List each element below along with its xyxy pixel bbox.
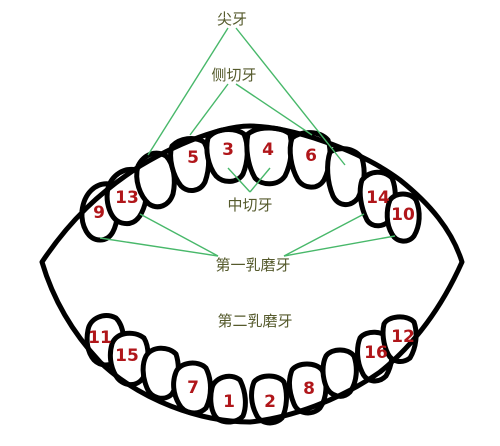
- tooth-number-3: 3: [222, 140, 234, 160]
- leader-first-molar-right-b: [283, 213, 365, 257]
- lower-tooth-1: [208, 373, 248, 425]
- upper-tooth-10: [384, 191, 422, 244]
- region-labels: 尖牙 侧切牙 中切牙 第一乳磨牙 第二乳磨牙: [211, 10, 292, 330]
- leader-central-left: [227, 167, 251, 193]
- tooth-number-16: 16: [364, 343, 388, 363]
- leader-lines: [99, 27, 396, 257]
- tooth-number-8: 8: [303, 379, 315, 399]
- tooth-number-10: 10: [391, 205, 415, 225]
- label-first-molar: 第一乳磨牙: [215, 256, 290, 274]
- tooth-number-5: 5: [187, 148, 199, 168]
- tooth-number-9: 9: [93, 203, 105, 223]
- jaw-outline: [39, 123, 465, 425]
- lower-tooth-7: [171, 360, 213, 416]
- label-second-molar: 第二乳磨牙: [217, 312, 292, 330]
- lower-tooth-8: [287, 361, 329, 416]
- tooth-number-14: 14: [366, 188, 390, 208]
- tooth-number-7: 7: [187, 378, 199, 398]
- leader-first-molar-right-a: [283, 235, 396, 257]
- label-lateral-incisor: 侧切牙: [211, 66, 256, 84]
- tooth-numbers: 9 13 5 3 4 6 14 10 11 15 7 1 2 8 16 12: [88, 140, 415, 412]
- lower-tooth-12: [380, 314, 419, 364]
- lower-tooth-gap-left: [140, 345, 181, 401]
- label-central-incisor: 中切牙: [227, 196, 272, 214]
- leader-lateral-right: [235, 83, 313, 136]
- leader-first-molar-left-a: [99, 237, 219, 257]
- leader-lateral-left: [189, 83, 229, 136]
- tooth-number-12: 12: [391, 327, 415, 347]
- lower-teeth: [84, 313, 419, 426]
- tooth-number-1: 1: [223, 392, 235, 412]
- tooth-number-11: 11: [88, 328, 112, 348]
- leader-central-right: [249, 167, 271, 193]
- tooth-number-15: 15: [115, 346, 139, 366]
- leader-canine-left: [147, 27, 229, 156]
- upper-teeth: [79, 125, 422, 244]
- upper-tooth-6: [287, 130, 333, 190]
- upper-tooth-gap-left: [134, 150, 177, 210]
- leader-first-molar-left-b: [139, 213, 219, 257]
- label-canine: 尖牙: [217, 10, 247, 28]
- leader-canine-right: [235, 27, 346, 166]
- tooth-number-6: 6: [305, 146, 317, 166]
- tooth-number-13: 13: [115, 188, 139, 208]
- tooth-number-2: 2: [264, 392, 276, 412]
- tooth-number-4: 4: [262, 140, 274, 160]
